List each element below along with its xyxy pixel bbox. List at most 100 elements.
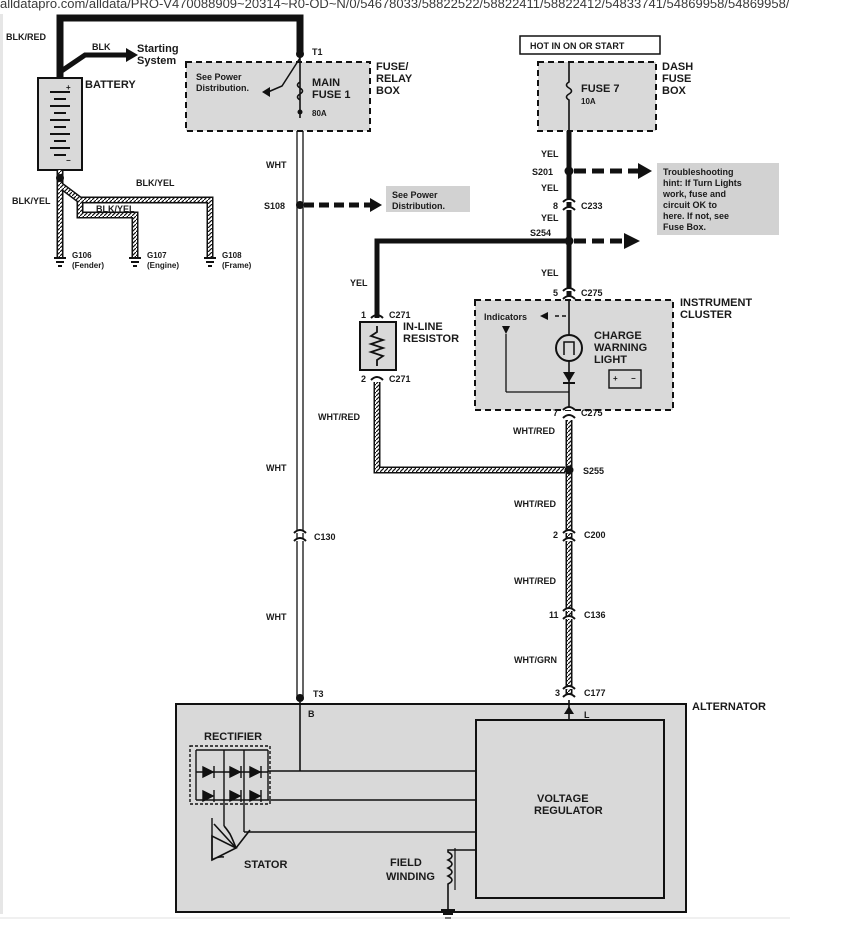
wire-label-wht-red-1: WHT/RED [513, 426, 555, 436]
dash-fuse-title-2: FUSE [662, 73, 691, 85]
terminal-t3: T3 [313, 689, 324, 699]
resistor-title-2: RESISTOR [403, 333, 459, 345]
connector-c271-top: C271 [389, 310, 411, 320]
splice-s201: S201 [532, 167, 553, 177]
rectifier-label: RECTIFIER [204, 731, 262, 743]
hot-in-on-or-start: HOT IN ON OR START [530, 41, 625, 51]
hint-line-6: Fuse Box. [663, 222, 706, 232]
connector-c271-bottom: C271 [389, 374, 411, 384]
fuse-relay-title-3: BOX [376, 85, 401, 97]
main-fuse-1a: MAIN [312, 77, 340, 89]
wire-label-yel-2: YEL [541, 183, 559, 193]
dash-fuse-box: HOT IN ON OR START FUSE 7 10A DASH FUSE … [519, 35, 693, 132]
connector-c275-bottom: C275 [581, 408, 603, 418]
resistor-pin-2: 2 [361, 374, 366, 384]
terminal-b: B [308, 709, 315, 719]
cluster-title-2: CLUSTER [680, 309, 732, 321]
splice-s254: S254 [530, 228, 551, 238]
wire-label-wht-1: WHT [266, 160, 287, 170]
charge-warning-lamp-icon [555, 334, 583, 362]
svg-text:+: + [66, 83, 71, 92]
c136-pin: 11 [549, 610, 559, 620]
field-label-1: FIELD [390, 857, 422, 869]
regulator-line-2: REGULATOR [534, 805, 603, 817]
svg-text:−: − [631, 374, 636, 383]
alternator-title: ALTERNATOR [692, 701, 766, 713]
resistor-title-1: IN-LINE [403, 321, 443, 333]
wire-label-blk-yel-g107: BLK/YEL [96, 204, 135, 214]
svg-text:+: + [613, 374, 618, 383]
ground-g108: G108 [222, 251, 242, 260]
field-label-2: WINDING [386, 871, 435, 883]
charge-light-1: CHARGE [594, 330, 642, 342]
regulator-line-1: VOLTAGE [537, 793, 589, 805]
resistor-pin-1: 1 [361, 310, 366, 320]
connector-c136: C136 [584, 610, 606, 620]
charge-light-3: LIGHT [594, 354, 627, 366]
ground-g108-loc: (Frame) [222, 261, 252, 270]
fuse-relay-box: T1 See Power Distribution. MAIN FUSE 1 8… [185, 47, 413, 132]
cluster-title-1: INSTRUMENT [680, 297, 752, 309]
battery-indicator-icon [608, 369, 642, 389]
wire-label-yel-5: YEL [350, 278, 368, 288]
power-dist-note-1a: See Power [196, 72, 242, 82]
svg-text:−: − [66, 156, 71, 165]
connector-c233: C233 [581, 201, 603, 211]
charge-light-2: WARNING [594, 342, 647, 354]
scroll-edge [0, 14, 3, 914]
wire-label-yel-4: YEL [541, 268, 559, 278]
alternator: ALTERNATOR B L VOLTAGE REGULATOR RECTIFI… [175, 700, 766, 919]
url-bar-text: alldatapro.com/alldata/PRO-V470088909~20… [0, 0, 790, 11]
fuse-relay-title-1: FUSE/ [376, 61, 408, 73]
splice-s255: S255 [583, 466, 604, 476]
wire-label-blk-yel: BLK/YEL [12, 196, 51, 206]
field-winding-coil [446, 849, 476, 910]
hint-line-2: hint: If Turn Lights [663, 178, 742, 188]
c275-pin-bottom: 7 [553, 408, 558, 418]
c200-pin: 2 [553, 530, 558, 540]
wire-label-blk: BLK [92, 42, 111, 52]
wht-red-circuit: WHT/RED S255 WHT/RED 2 C200 WHT/RED 11 C… [513, 420, 606, 698]
connector-c177: C177 [584, 688, 606, 698]
c275-pin-top: 5 [553, 288, 558, 298]
wire-label-wht-red-3: WHT/RED [514, 576, 556, 586]
voltage-regulator [475, 719, 665, 899]
starting-system-line1: Starting [137, 43, 179, 55]
fuse-7: FUSE 7 [581, 83, 620, 95]
hint-line-1: Troubleshooting [663, 167, 734, 177]
connector-c130: C130 [314, 532, 336, 542]
stator-coil [211, 825, 238, 862]
dash-fuse-title-1: DASH [662, 61, 693, 73]
fuse-relay-title-2: RELAY [376, 73, 413, 85]
hint-line-3: work, fuse and [662, 189, 726, 199]
starting-system-line2: System [137, 55, 176, 67]
battery-group: BLK/RED BLK Starting System + − BATTERY … [6, 14, 304, 270]
power-dist-note-2a: See Power [392, 190, 438, 200]
wire-label-yel-1: YEL [541, 149, 559, 159]
wire-label-yel-3: YEL [541, 213, 559, 223]
dash-fuse-title-3: BOX [662, 85, 687, 97]
wire-label-wht-2: WHT [266, 463, 287, 473]
battery-title: BATTERY [85, 79, 136, 91]
connector-c275-top: C275 [581, 288, 603, 298]
wht-circuit: WHT S108 See Power Distribution. WHT C13… [264, 131, 470, 702]
c233-pin: 8 [553, 201, 558, 211]
terminal-t1: T1 [312, 47, 323, 57]
inline-resistor: 1 C271 IN-LINE RESISTOR 2 C271 WHT/RED [318, 310, 565, 474]
connector-c200: C200 [584, 530, 606, 540]
wire-label-wht-3: WHT [266, 612, 287, 622]
wire-label-wht-red-resistor: WHT/RED [318, 412, 360, 422]
wire-label-wht-grn: WHT/GRN [514, 655, 557, 665]
wire-label-blk-red: BLK/RED [6, 32, 46, 42]
ground-g106-loc: (Fender) [72, 261, 104, 270]
instrument-cluster: INSTRUMENT CLUSTER Indicators +− CHARGE … [474, 297, 752, 419]
ground-g107: G107 [147, 251, 167, 260]
indicators-label: Indicators [484, 312, 527, 322]
yel-circuit: YEL S201 Troubleshooting hint: If Turn L… [350, 131, 779, 318]
ground-g106: G106 [72, 251, 92, 260]
hint-line-5: here. If not, see [663, 211, 729, 221]
main-fuse-rating: 80A [312, 109, 327, 118]
wire-label-wht-red-2: WHT/RED [514, 499, 556, 509]
splice-s108: S108 [264, 201, 285, 211]
